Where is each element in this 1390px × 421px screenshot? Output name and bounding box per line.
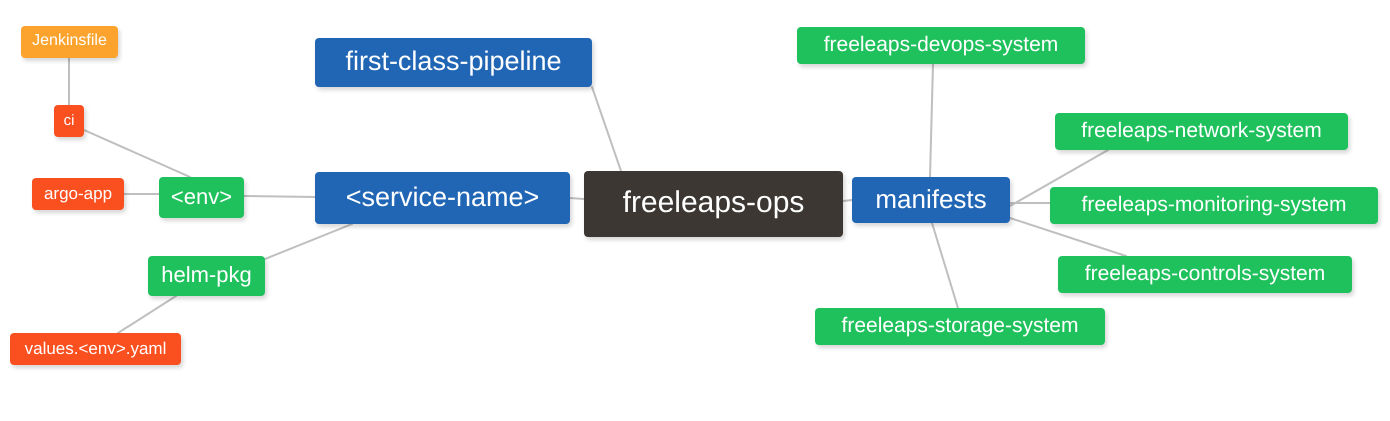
node-jenkinsfile[interactable]: Jenkinsfile (21, 26, 118, 58)
edge-freeleaps-ops-to-first-class-pipeline (591, 86, 622, 172)
node-label-freeleaps-controls-system: freeleaps-controls-system (1084, 262, 1326, 285)
node-freeleaps-devops-system[interactable]: freeleaps-devops-system (797, 27, 1085, 64)
node-freeleaps-storage-system[interactable]: freeleaps-storage-system (815, 308, 1105, 345)
node-ci[interactable]: ci (54, 105, 84, 137)
node-helm-pkg[interactable]: helm-pkg (148, 256, 265, 296)
edge-freeleaps-ops-to-service-name (569, 197, 585, 200)
edge-freeleaps-ops-to-manifests (842, 199, 853, 202)
node-manifests[interactable]: manifests (852, 177, 1010, 223)
node-label-jenkinsfile: Jenkinsfile (32, 32, 107, 49)
edge-service-name-to-helm-pkg (264, 223, 353, 260)
node-label-argo-app: argo-app (43, 183, 113, 203)
edge-manifests-to-freeleaps-storage-system (931, 222, 959, 309)
node-label-service-name: <service-name> (345, 181, 540, 212)
node-label-freeleaps-monitoring-system: freeleaps-monitoring-system (1081, 193, 1347, 216)
node-label-freeleaps-network-system: freeleaps-network-system (1081, 119, 1322, 142)
node-label-freeleaps-storage-system: freeleaps-storage-system (841, 314, 1079, 337)
node-label-values-env-yaml: values.<env>.yaml (24, 338, 167, 358)
node-env[interactable]: <env> (159, 177, 244, 218)
node-values-env-yaml[interactable]: values.<env>.yaml (10, 333, 181, 365)
edge-service-name-to-env (243, 195, 316, 198)
node-freeleaps-ops[interactable]: freeleaps-ops (584, 171, 843, 237)
node-label-env: <env> (170, 183, 233, 209)
edge-env-to-ci (83, 129, 191, 178)
node-label-freeleaps-ops: freeleaps-ops (622, 186, 805, 219)
node-label-manifests: manifests (875, 184, 987, 214)
node-label-helm-pkg: helm-pkg (161, 262, 252, 287)
node-freeleaps-monitoring-system[interactable]: freeleaps-monitoring-system (1050, 187, 1378, 224)
node-first-class-pipeline[interactable]: first-class-pipeline (315, 38, 592, 87)
node-freeleaps-controls-system[interactable]: freeleaps-controls-system (1058, 256, 1352, 293)
node-argo-app[interactable]: argo-app (32, 178, 124, 210)
node-label-ci: ci (63, 111, 75, 129)
node-label-freeleaps-devops-system: freeleaps-devops-system (823, 33, 1059, 56)
node-label-first-class-pipeline: first-class-pipeline (345, 46, 562, 76)
edge-manifests-to-freeleaps-devops-system (929, 63, 934, 178)
edge-helm-pkg-to-values-env-yaml (117, 295, 177, 334)
node-service-name[interactable]: <service-name> (315, 172, 570, 224)
node-freeleaps-network-system[interactable]: freeleaps-network-system (1055, 113, 1348, 150)
